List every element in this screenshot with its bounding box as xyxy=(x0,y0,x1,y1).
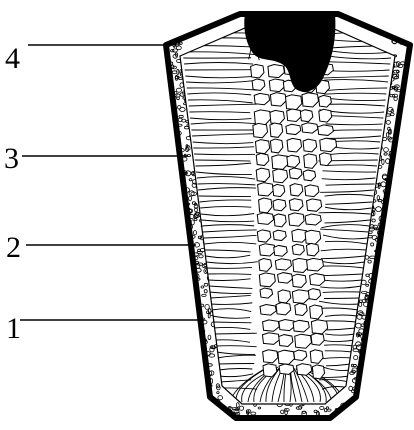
callout-3-label: 3 xyxy=(4,142,19,175)
callout-4: 4 xyxy=(5,42,166,75)
chill-grain xyxy=(407,17,412,21)
chill-grain xyxy=(169,27,175,30)
chill-grain xyxy=(394,27,397,31)
callout-2: 2 xyxy=(6,231,196,264)
chill-grain xyxy=(396,25,401,29)
chill-grain xyxy=(406,33,409,38)
callout-1: 1 xyxy=(6,312,204,345)
callout-1-label: 1 xyxy=(6,312,21,345)
chill-grain xyxy=(213,411,219,415)
chill-grain xyxy=(395,18,397,21)
chill-grain xyxy=(169,17,174,21)
chill-grain xyxy=(400,29,403,32)
chill-grain xyxy=(401,30,403,34)
chill-grain xyxy=(402,36,407,38)
chill-grain xyxy=(352,405,356,409)
chill-grain xyxy=(172,27,177,32)
callout-4-label: 4 xyxy=(5,42,20,75)
callout-3: 3 xyxy=(4,142,188,175)
chill-grain xyxy=(177,30,182,32)
chill-grain xyxy=(349,409,352,412)
chill-grain xyxy=(210,405,214,407)
chill-grain xyxy=(170,22,174,26)
chill-grain xyxy=(392,25,397,28)
callout-2-label: 2 xyxy=(6,231,21,264)
chill-grain xyxy=(397,22,402,26)
chill-grain xyxy=(351,409,357,413)
chill-grain xyxy=(214,407,218,410)
chill-grain xyxy=(404,28,407,30)
chill-grain xyxy=(172,26,175,29)
chill-grain xyxy=(218,415,223,419)
chill-grain xyxy=(211,412,216,415)
chill-grain xyxy=(210,406,212,411)
chill-grain xyxy=(353,409,356,414)
chill-grain xyxy=(396,17,399,21)
chill-grain xyxy=(174,18,180,23)
chill-grain xyxy=(216,416,220,419)
chill-grain xyxy=(169,16,174,21)
chill-grain xyxy=(394,17,398,19)
chill-grain xyxy=(214,415,218,420)
chill-grain xyxy=(213,411,218,415)
columnar-grain xyxy=(199,196,251,197)
chill-grain xyxy=(351,406,356,410)
chill-grain xyxy=(175,34,178,36)
chill-grain xyxy=(395,26,401,30)
chill-grain xyxy=(347,416,349,418)
